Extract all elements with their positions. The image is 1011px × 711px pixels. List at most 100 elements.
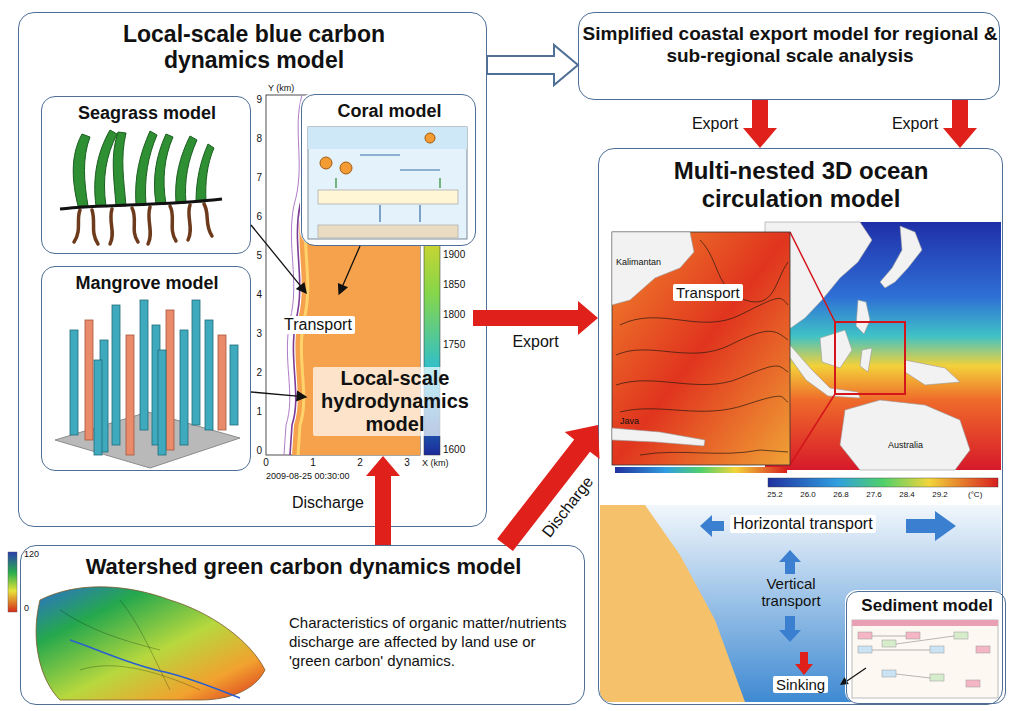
ocean-map	[790, 394, 835, 465]
zoom-map	[616, 366, 788, 385]
seagrass-illustration	[196, 144, 214, 202]
zoom-map	[616, 331, 788, 355]
zoom-map	[620, 396, 788, 412]
ocean-map	[765, 222, 1001, 470]
coral-illustration	[318, 225, 458, 238]
sediment-illustration	[954, 632, 968, 639]
sediment-illustration	[882, 640, 896, 647]
edge-label: Export	[889, 115, 941, 133]
axis-tick: 3	[399, 457, 415, 469]
sediment-illustration	[852, 620, 998, 626]
sediment-illustration	[858, 646, 872, 653]
box-title: Coral model	[302, 101, 477, 122]
mangrove-illustration	[230, 345, 238, 425]
sediment-illustration	[906, 632, 920, 639]
sediment-illustration	[930, 646, 944, 653]
box-title: Watershed green carbon dynamics model	[51, 554, 556, 579]
box-title: Multi-nested 3D ocean circulation model	[651, 157, 951, 212]
mangrove-illustration	[94, 360, 102, 455]
ocean-map	[790, 232, 835, 322]
process-label: Vertical transport	[745, 575, 837, 610]
hollow-arrow	[487, 45, 578, 85]
seagrass-illustration	[113, 132, 126, 206]
sediment-illustration	[852, 620, 998, 698]
ocean-map	[765, 222, 970, 470]
seagrass-illustration	[73, 130, 214, 206]
colorbar-tick: 120	[24, 549, 39, 559]
colorbar-tick: 1850	[443, 279, 465, 291]
zoom-map	[612, 428, 705, 446]
seagrass-illustration	[148, 207, 150, 244]
edge-label: Export	[689, 115, 741, 133]
submodel-box: Coral model	[301, 94, 476, 246]
flow-arrow	[339, 246, 360, 294]
mangrove-illustration	[140, 300, 148, 430]
sediment-illustration	[882, 670, 896, 677]
zoom-map	[616, 240, 788, 455]
coral-illustration	[336, 178, 440, 188]
watershed-terrain	[36, 587, 265, 700]
axis-tick: 4	[250, 289, 262, 301]
box-title: Mangrove model	[42, 273, 252, 294]
seagrass-illustration	[73, 134, 90, 206]
axis-tick: 1	[250, 406, 262, 418]
description-text: Characteristics of organic matter/nutrie…	[289, 614, 577, 670]
seagrass-illustration	[136, 131, 157, 205]
mangrove-illustration	[55, 300, 240, 468]
sediment-illustration	[858, 632, 990, 687]
colorbar-tick: 25.2	[765, 490, 785, 499]
model-box: Watershed green carbon dynamics modelCha…	[20, 545, 585, 705]
zoom-map	[612, 232, 790, 473]
edge-label: Discharge	[537, 471, 599, 544]
ocean-map	[880, 226, 922, 288]
colorbar-tick: 1750	[443, 339, 465, 351]
flow-arrow	[497, 425, 599, 551]
sediment-illustration	[976, 646, 990, 653]
mangrove-illustration	[205, 320, 213, 430]
cross-section	[600, 505, 1001, 702]
colorbar-tick: 26.0	[798, 490, 818, 499]
seagrass-illustration	[110, 209, 112, 244]
ocean-map	[765, 222, 1001, 487]
box-title: Local-scale blue carbon dynamics model	[89, 21, 419, 74]
cross-section	[600, 505, 745, 702]
edge-label: Discharge	[289, 494, 367, 512]
hydrodynamics-plot-illustration	[284, 95, 302, 455]
coral-illustration	[425, 133, 435, 143]
colorbar-tick: 29.2	[930, 490, 950, 499]
flow-arrow	[251, 392, 306, 401]
seagrass-illustration	[60, 130, 222, 244]
watershed-terrain	[70, 640, 240, 698]
ocean-map	[786, 345, 860, 398]
sediment-illustration	[858, 632, 872, 639]
mangrove-illustration	[70, 300, 238, 455]
axis-tick: 6	[250, 211, 262, 223]
box-title: Simplified coastal export model for regi…	[582, 23, 998, 67]
model-box: Multi-nested 3D ocean circulation modelS…	[598, 148, 1003, 705]
ocean-map	[768, 478, 998, 487]
mangrove-illustration	[180, 330, 188, 445]
transport-label: Transport	[673, 284, 743, 301]
submodel-box: Seagrass model	[41, 96, 251, 254]
seagrass-illustration	[60, 199, 222, 209]
axis-tick: 0	[258, 457, 274, 469]
box-title: Seagrass model	[42, 103, 252, 124]
cross-section	[906, 511, 956, 541]
model-box: Simplified coastal export model for regi…	[578, 12, 1000, 100]
axis-tick: 9	[250, 94, 262, 106]
edge-label: Export	[509, 333, 561, 351]
ocean-map	[835, 322, 905, 394]
box-title: Sediment model	[857, 596, 997, 616]
axis-tick: 2	[352, 457, 368, 469]
coral-illustration	[308, 127, 467, 149]
seagrass-illustration	[74, 204, 212, 244]
flow-arrow	[366, 456, 400, 545]
cross-section	[700, 515, 724, 537]
flow-arrow	[251, 225, 306, 293]
place-name: Australia	[888, 440, 923, 450]
colorbar-unit: (°C)	[968, 490, 982, 499]
mangrove-illustration	[126, 335, 134, 455]
axis-tick: 5	[250, 250, 262, 262]
timestamp: 2009-08-25 00:30:00	[266, 471, 350, 481]
